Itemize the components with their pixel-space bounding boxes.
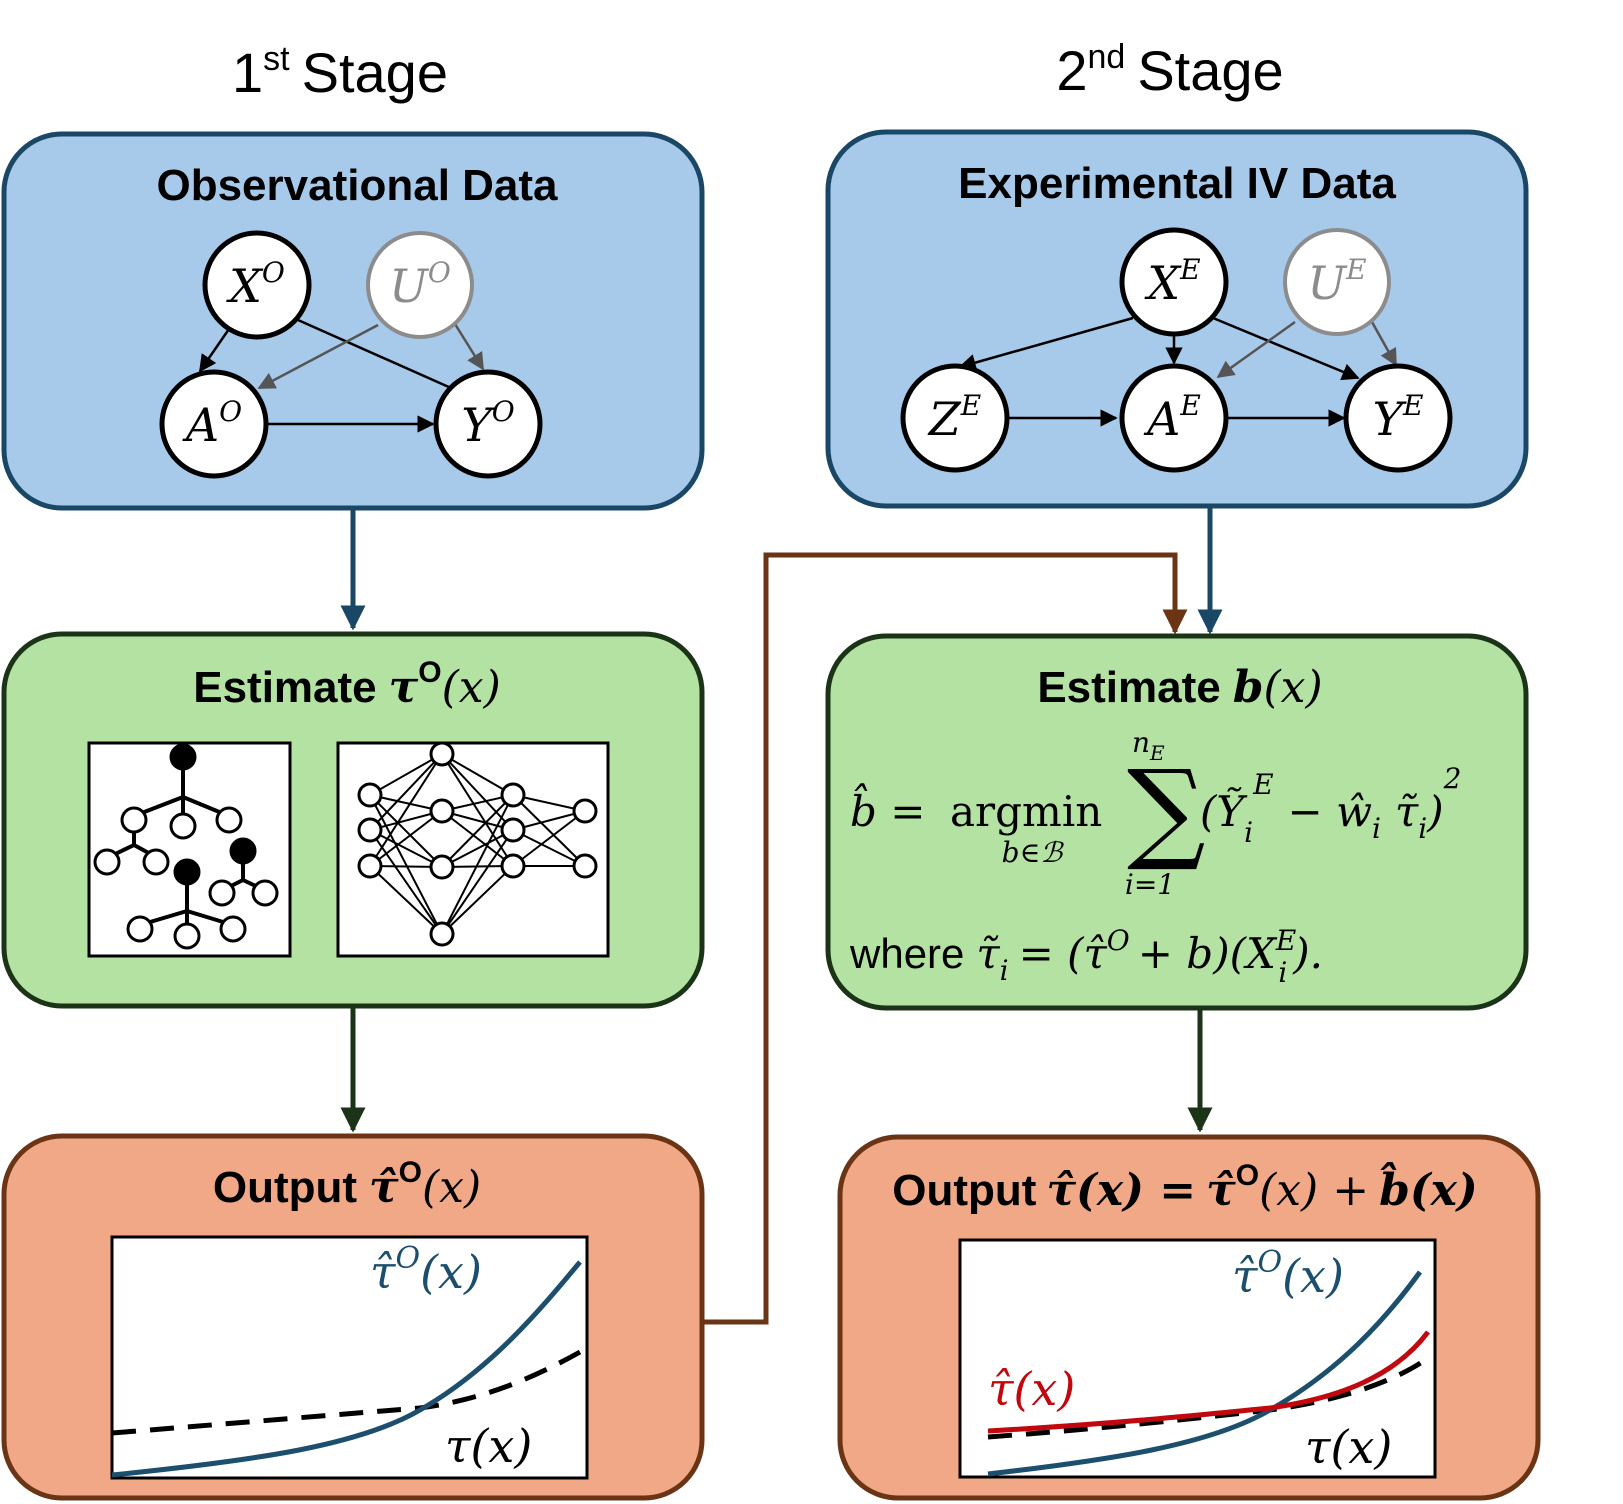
node-y-obs	[433, 369, 543, 479]
nn-node	[357, 853, 383, 879]
output-final-plot: τ̂O(x) τ̂(x) τ(x)	[958, 1238, 1437, 1479]
formula-sum-sign: ∑	[1127, 746, 1206, 874]
node-x-obs	[202, 230, 312, 340]
nn-node	[357, 817, 383, 843]
node-a-exp-label: AE	[1143, 389, 1201, 446]
nn-edge	[512, 829, 586, 867]
node-x-exp	[1119, 227, 1229, 337]
nn-node	[429, 854, 455, 880]
formula-lhs: b̂ =	[850, 782, 925, 836]
nn-edge	[512, 794, 586, 867]
nn-edge	[512, 810, 586, 867]
nn-edge	[441, 829, 514, 868]
edge-u-to-y	[453, 323, 485, 371]
observational-causal-graph: XO UO AO YO	[159, 230, 543, 479]
experimental-causal-graph: XE UE ZE AE YE	[900, 227, 1453, 473]
node-a-obs	[159, 369, 269, 479]
true-effect-label-final: τ(x)	[1305, 1420, 1392, 1474]
formula-sum-upper: nE	[1132, 726, 1165, 765]
node-a-exp	[1119, 363, 1229, 473]
observational-estimate-label-final: τ̂O(x)	[1232, 1245, 1344, 1303]
nn-node	[429, 798, 455, 824]
formula-sum-lower: i=1	[1125, 868, 1175, 901]
nn-node	[572, 798, 598, 824]
node-u-exp-label: UE	[1307, 253, 1366, 310]
nn-edge	[441, 794, 514, 868]
nn-edge	[441, 865, 514, 935]
nn-node	[429, 921, 455, 947]
nn-node	[357, 782, 383, 808]
node-x-exp-label: XE	[1144, 253, 1200, 310]
observational-estimate-curve-final	[987, 1270, 1423, 1477]
nn-node	[500, 853, 526, 879]
nn-edge	[369, 753, 443, 796]
nn-edge	[369, 794, 443, 868]
node-a-obs-label: AO	[182, 395, 242, 452]
edge-x-to-y	[297, 318, 480, 402]
decision-tree-icon	[87, 741, 292, 958]
edge-ue-to-a	[1216, 320, 1296, 379]
edge-xe-to-y	[1212, 316, 1360, 381]
nn-node	[500, 817, 526, 843]
edge-x-to-a	[198, 328, 231, 373]
neural-network-icon	[336, 741, 610, 958]
node-u-exp	[1283, 228, 1391, 336]
nn-edge	[441, 829, 514, 935]
nn-edge	[369, 753, 443, 831]
node-u-obs	[366, 231, 474, 339]
nn-edge	[369, 829, 443, 868]
formula-argmin: argmin	[950, 787, 1102, 836]
nn-edge	[441, 753, 514, 796]
observational-data-title: Observational Data	[156, 161, 558, 210]
nn-node	[429, 741, 455, 767]
nn-edge	[369, 810, 443, 867]
estimate-bias-box	[825, 633, 1529, 1011]
nn-node	[572, 853, 598, 879]
nn-node	[500, 782, 526, 808]
corrected-estimate-curve	[987, 1330, 1430, 1434]
edge-xe-to-z	[958, 316, 1134, 372]
nn-edge	[369, 753, 443, 867]
output-tau-plot: τ̂O(x) τ(x)	[110, 1235, 589, 1480]
corrected-estimate-label: τ̂(x)	[988, 1362, 1075, 1416]
arrow-output-to-bias-estimate	[704, 552, 1188, 1325]
node-x-obs-label: XO	[226, 256, 285, 313]
node-z-exp	[900, 363, 1010, 473]
true-effect-curve	[111, 1349, 582, 1436]
node-y-exp-label: YE	[1373, 389, 1424, 446]
observational-estimate-label: τ̂O(x)	[370, 1241, 482, 1299]
observational-estimate-curve	[111, 1260, 582, 1478]
formula-argmin-subscript: b∈ℬ	[1002, 836, 1065, 869]
node-z-exp-label: ZE	[927, 389, 981, 446]
node-u-obs-label: UO	[389, 256, 451, 313]
nn-edge	[369, 865, 443, 935]
edge-ue-to-y	[1370, 321, 1398, 367]
true-effect-label: τ(x)	[445, 1419, 532, 1473]
node-y-exp	[1343, 363, 1453, 473]
nn-edge	[441, 794, 514, 935]
edge-u-to-a	[257, 323, 379, 390]
node-y-obs-label: YO	[461, 395, 514, 452]
nn-edge	[441, 810, 514, 867]
experimental-data-title: Experimental IV Data	[958, 159, 1396, 208]
